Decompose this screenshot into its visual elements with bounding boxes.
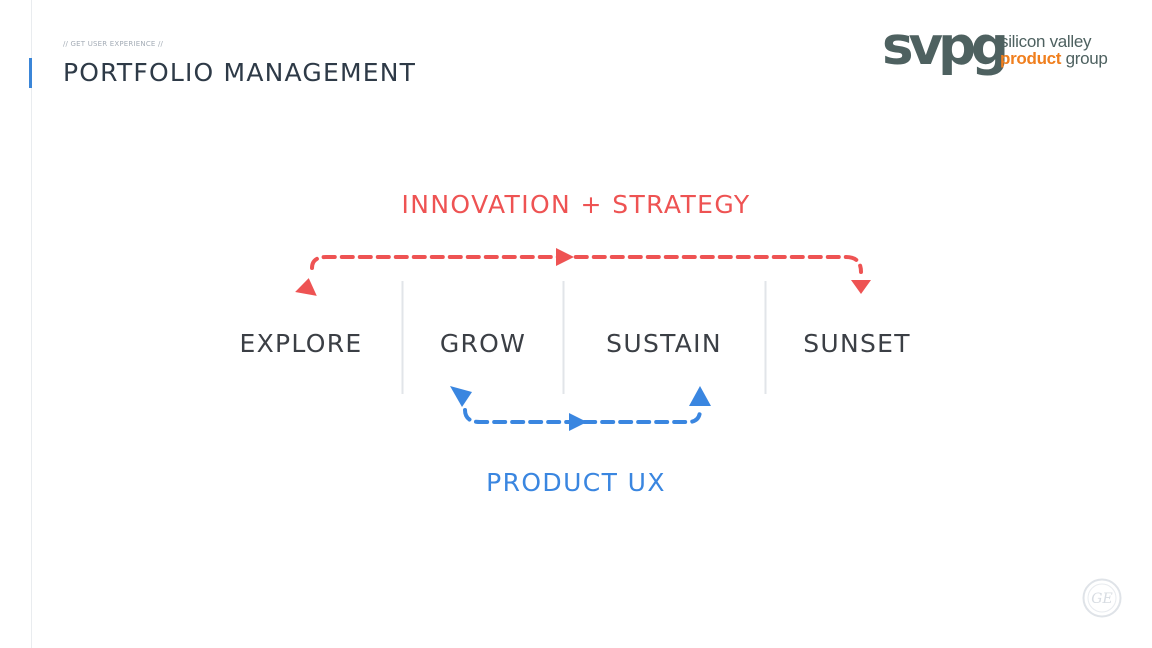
innovation-flow-arrow bbox=[295, 248, 871, 296]
stage-grow: GROW bbox=[440, 329, 526, 358]
title-accent-bar bbox=[29, 58, 32, 88]
innovation-strategy-label: INNOVATION + STRATEGY bbox=[401, 190, 750, 219]
arrowhead-up-icon bbox=[689, 386, 711, 406]
arrowhead-right-icon bbox=[556, 248, 574, 266]
stage-sustain: SUSTAIN bbox=[606, 329, 722, 358]
svpg-logo-product: product bbox=[1000, 49, 1062, 68]
svpg-logo-line2: product group bbox=[1000, 49, 1108, 69]
product-ux-label: PRODUCT UX bbox=[486, 468, 666, 497]
svpg-logo-group: group bbox=[1061, 49, 1108, 68]
stage-sunset: SUNSET bbox=[803, 329, 911, 358]
arrowhead-down-icon bbox=[450, 386, 472, 407]
page-title: PORTFOLIO MANAGEMENT bbox=[63, 58, 417, 87]
arrowhead-up-icon bbox=[295, 278, 317, 296]
ge-monogram-text: GE bbox=[1091, 591, 1112, 607]
arrowhead-down-icon bbox=[851, 280, 871, 294]
left-margin-rule bbox=[31, 0, 32, 648]
product-ux-flow-arrow bbox=[450, 386, 711, 431]
stage-explore: EXPLORE bbox=[240, 329, 363, 358]
section-eyebrow: // GET USER EXPERIENCE // bbox=[63, 40, 164, 48]
svpg-logo-line1: silicon valley bbox=[1000, 32, 1092, 51]
svpg-logo-mark: svpg bbox=[882, 16, 1009, 77]
ge-monogram-icon: GE bbox=[1082, 578, 1122, 618]
svpg-logo: svpg silicon valley product group bbox=[882, 20, 1127, 86]
arrowhead-right-icon bbox=[569, 413, 587, 431]
